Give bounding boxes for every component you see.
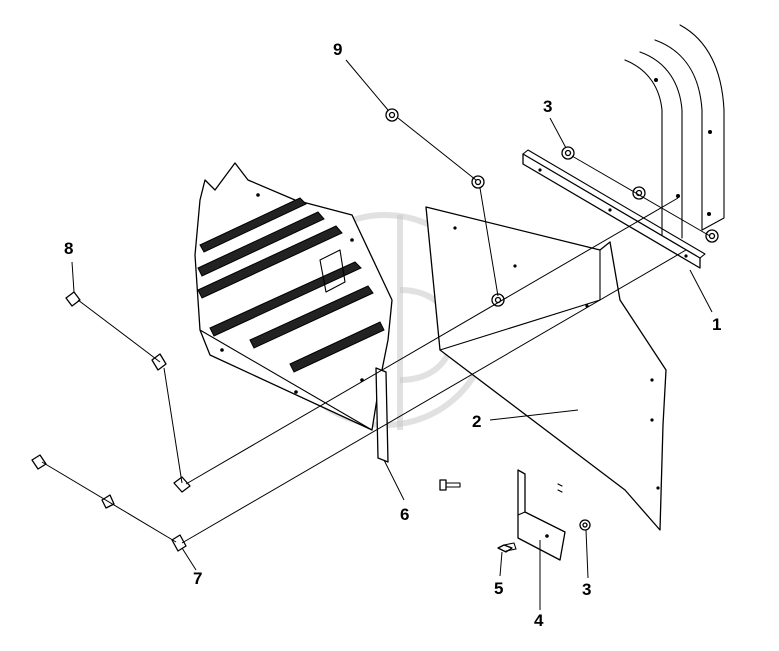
callout-5: 5 [494,579,503,598]
callout-1: 1 [712,315,721,334]
assembly-lines [41,117,711,544]
callout-7: 7 [193,569,202,588]
part-1-angle-strip [522,149,706,269]
nut-part-3-top [561,146,719,243]
callout-4: 4 [534,611,544,630]
callout-3-bottom: 3 [582,580,591,599]
callout-9: 9 [333,40,342,59]
part-6-ribbed-cover [194,162,393,463]
callout-6: 6 [400,505,409,524]
callout-2: 2 [472,412,481,431]
cab-frame [624,24,725,246]
callout-leaders [71,59,713,610]
part-4-bracket [517,469,566,561]
part-2-side-panel [425,206,667,531]
callout-3-top: 3 [543,97,552,116]
callout-labels: 1 2 3 3 4 5 6 7 8 9 [64,40,721,630]
callout-8: 8 [64,239,73,258]
fasteners [31,108,591,553]
